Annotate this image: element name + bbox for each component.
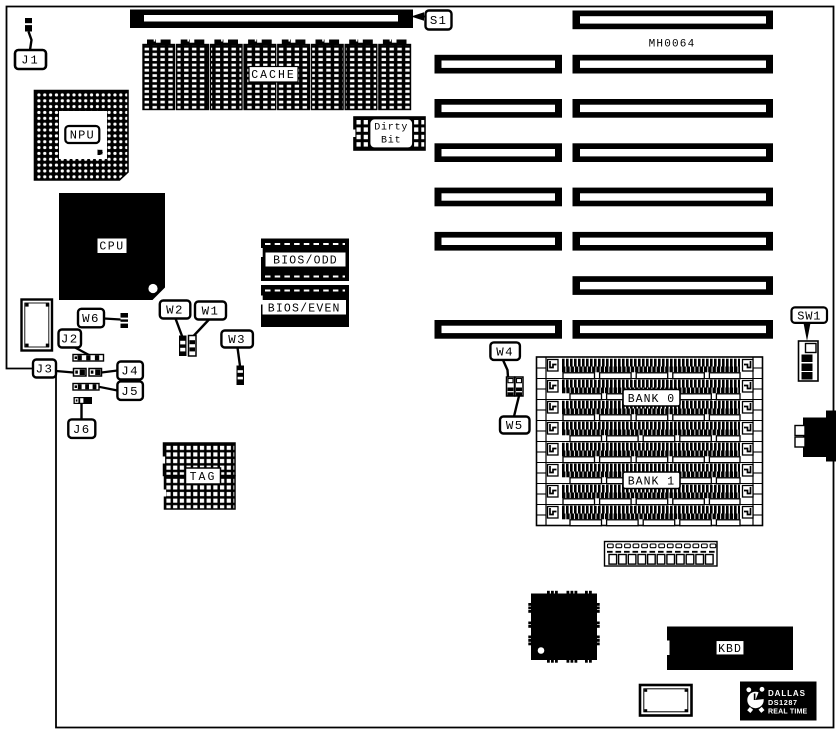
svg-text:Dirty: Dirty [374,122,408,134]
svg-text:NPU: NPU [70,129,95,143]
svg-text:SW1: SW1 [797,309,821,323]
svg-text:W1: W1 [202,305,220,319]
svg-text:KBD: KBD [718,643,742,656]
svg-text:DALLAS: DALLAS [768,689,806,698]
svg-text:W3: W3 [228,333,246,347]
svg-text:J1: J1 [21,54,39,68]
svg-text:CPU: CPU [99,241,124,254]
svg-text:Bit: Bit [381,135,401,147]
svg-text:DS1287: DS1287 [768,698,798,707]
svg-text:W2: W2 [166,304,184,318]
svg-text:W6: W6 [82,312,100,326]
svg-text:BIOS/ODD: BIOS/ODD [273,254,338,267]
svg-text:REAL TIME: REAL TIME [768,709,808,716]
svg-text:J5: J5 [121,385,139,399]
svg-text:CACHE: CACHE [251,69,296,82]
svg-text:S1: S1 [430,14,447,28]
svg-text:J2: J2 [61,333,79,347]
svg-text:BANK 1: BANK 1 [628,476,675,489]
svg-text:J3: J3 [36,363,54,377]
svg-text:W5: W5 [506,419,524,433]
svg-text:BANK 0: BANK 0 [628,393,675,406]
svg-text:W4: W4 [496,345,514,359]
svg-text:BIOS/EVEN: BIOS/EVEN [268,302,341,315]
svg-text:MH0064: MH0064 [649,39,696,51]
svg-text:J6: J6 [73,423,91,437]
svg-text:J4: J4 [121,365,139,379]
svg-text:TAG: TAG [190,471,217,484]
